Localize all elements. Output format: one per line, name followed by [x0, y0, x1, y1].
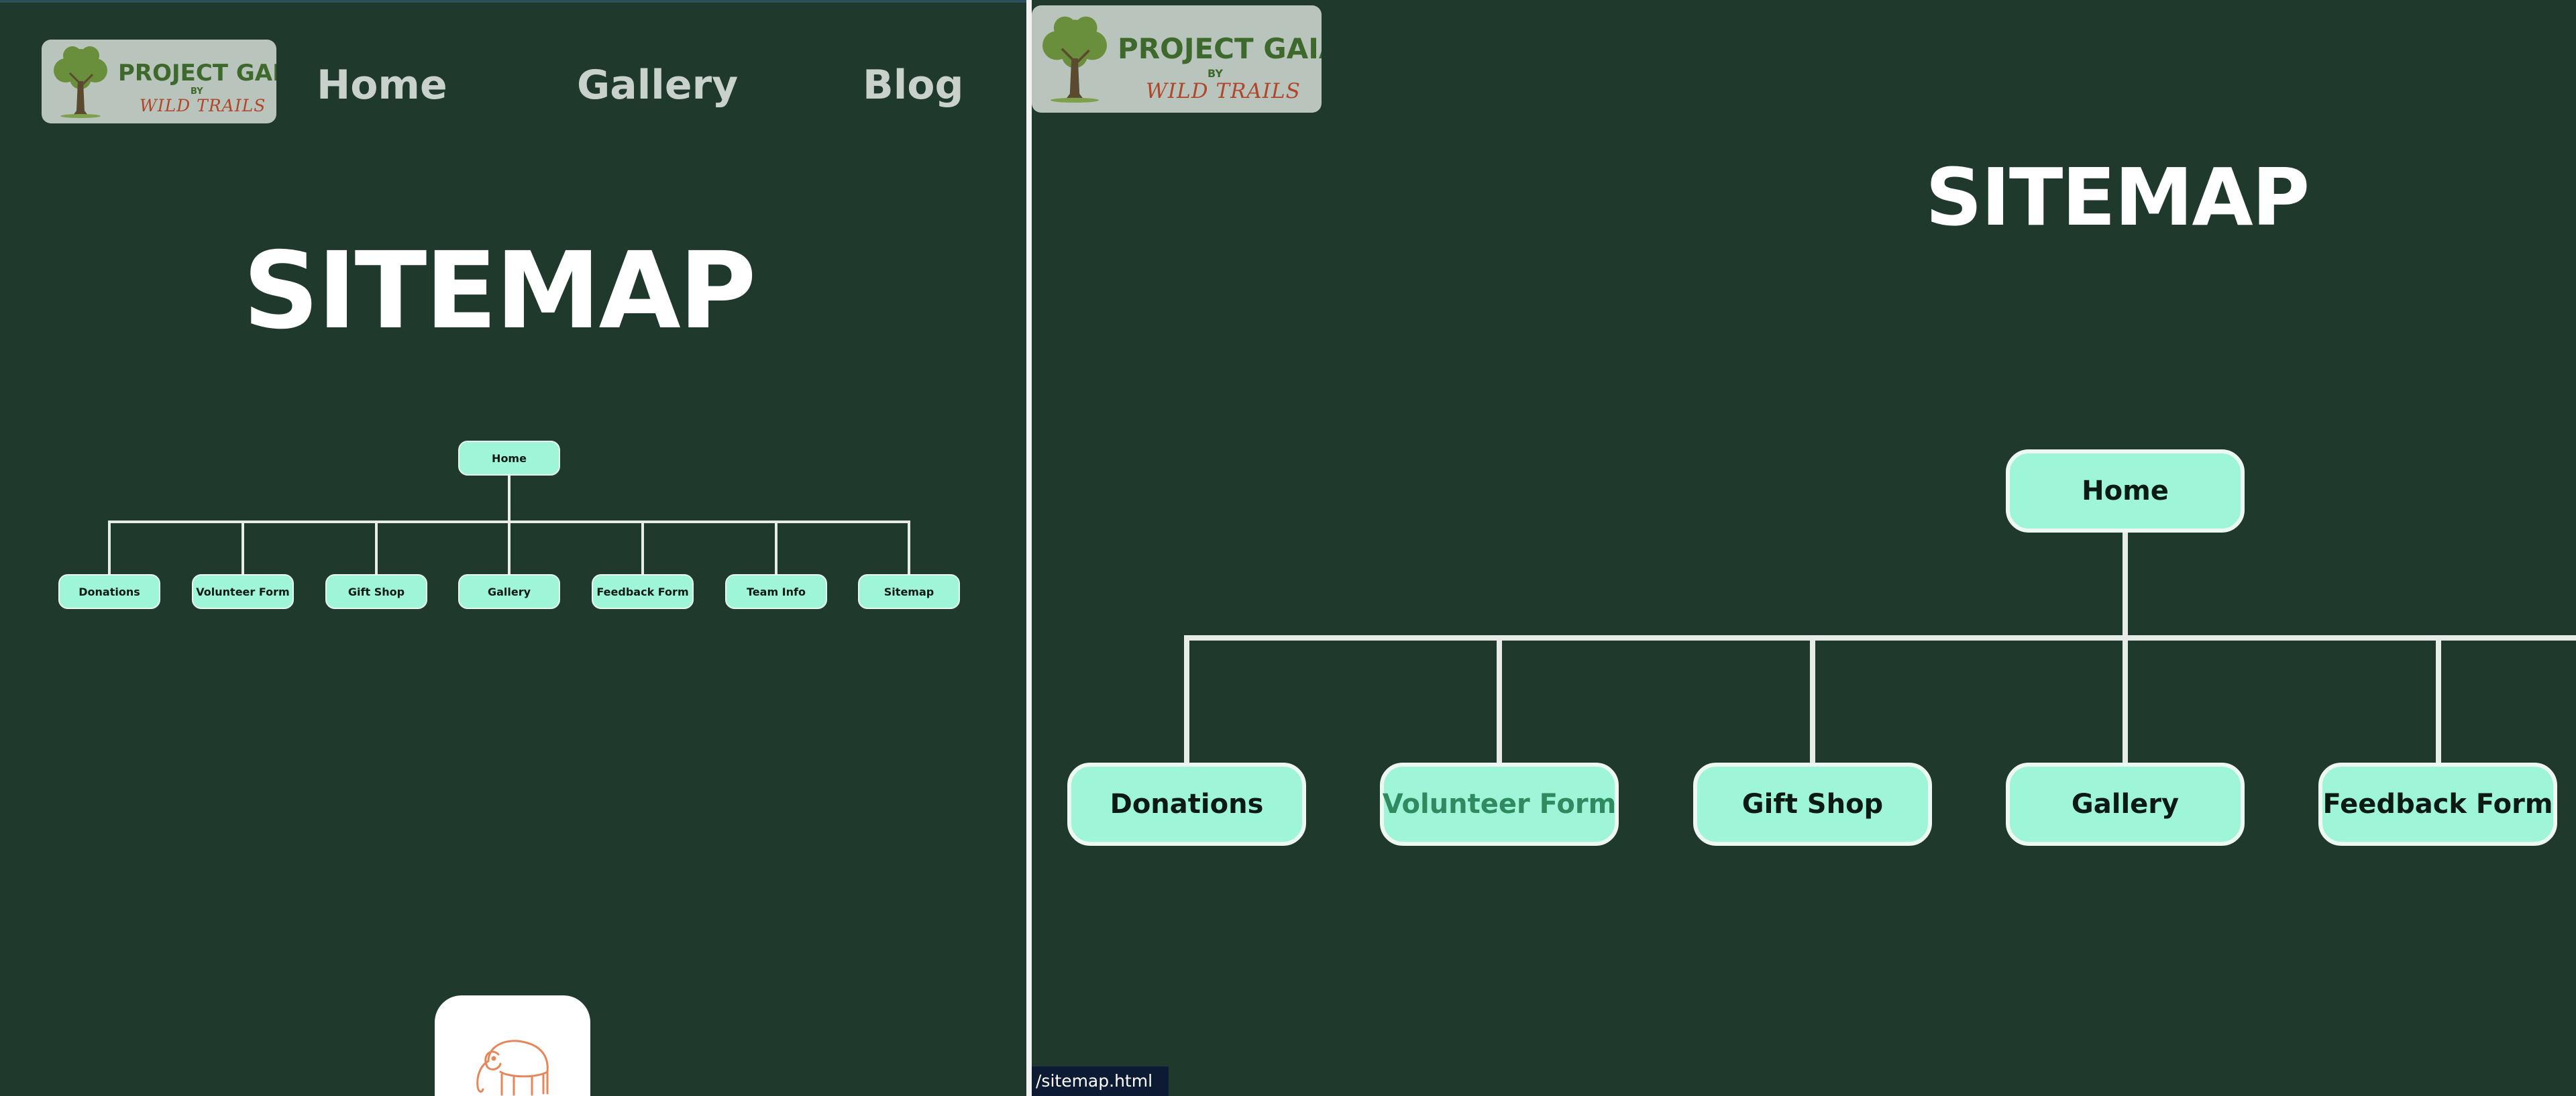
tree-connector	[2436, 635, 2441, 765]
tree-connector	[1184, 635, 2576, 641]
left-pane: PROJECT GAIA BY WILD TRAILS Home Gallery…	[0, 0, 1026, 1096]
sitemap-node-volunteer-form[interactable]: Volunteer Form	[1380, 763, 1619, 846]
tree-connector	[108, 520, 111, 574]
logo-subtitle: WILD TRAILS	[1146, 79, 1301, 103]
logo-by: BY	[191, 87, 203, 97]
pane-divider	[1026, 0, 1032, 1096]
sitemap-node-donations[interactable]: Donations	[1067, 763, 1306, 846]
logo-by: BY	[1208, 67, 1223, 80]
tree-connector	[1497, 635, 1502, 765]
page-title: SITEMAP	[1925, 151, 2310, 243]
tree-connector	[641, 520, 644, 574]
sitemap-node-team-info[interactable]: Team Info	[725, 574, 827, 609]
status-bar-url: /sitemap.html	[1032, 1066, 1169, 1096]
sitemap-node-home[interactable]: Home	[2006, 449, 2245, 533]
nav-blog-link[interactable]: Blog	[863, 62, 964, 109]
sitemap-node-feedback-form[interactable]: Feedback Form	[592, 574, 694, 609]
nav-home-link[interactable]: Home	[317, 62, 447, 109]
sitemap-node-gift-shop[interactable]: Gift Shop	[325, 574, 427, 609]
tree-connector	[241, 520, 244, 574]
tree-connector	[508, 476, 511, 523]
tree-connector	[508, 520, 511, 574]
logo[interactable]: PROJECT GAIA BY WILD TRAILS	[42, 40, 276, 123]
right-pane: PROJECT GAIA BY WILD TRAILS SITEMAP Home…	[1032, 0, 2576, 1096]
sitemap-node-home[interactable]: Home	[458, 441, 560, 476]
tree-connector	[775, 520, 777, 574]
sitemap-node-gallery[interactable]: Gallery	[2006, 763, 2245, 846]
tree-connector	[2123, 635, 2128, 765]
tree-connector	[1810, 635, 1815, 765]
elephant-icon	[476, 1040, 549, 1096]
sitemap-node-donations[interactable]: Donations	[58, 574, 160, 609]
page-title: SITEMAP	[243, 229, 757, 353]
tree-icon	[1042, 16, 1107, 103]
tree-connector	[375, 520, 378, 574]
tree-connector	[908, 520, 910, 574]
tree-connector	[2123, 530, 2128, 637]
sitemap-node-gift-shop[interactable]: Gift Shop	[1693, 763, 1932, 846]
sitemap-node-volunteer-form[interactable]: Volunteer Form	[192, 574, 294, 609]
elephant-card[interactable]	[435, 995, 590, 1096]
logo-title: PROJECT GAIA	[118, 60, 276, 87]
sitemap-node-gallery[interactable]: Gallery	[458, 574, 560, 609]
tree-connector	[1184, 635, 1189, 765]
tree-icon	[54, 46, 107, 118]
logo-subtitle: WILD TRAILS	[140, 96, 266, 115]
sitemap-node-feedback-form[interactable]: Feedback Form	[2318, 763, 2557, 846]
sitemap-node-sitemap[interactable]: Sitemap	[858, 574, 960, 609]
logo[interactable]: PROJECT GAIA BY WILD TRAILS	[1032, 5, 1322, 113]
nav-gallery-link[interactable]: Gallery	[577, 62, 739, 109]
logo-title: PROJECT GAIA	[1118, 32, 1322, 65]
